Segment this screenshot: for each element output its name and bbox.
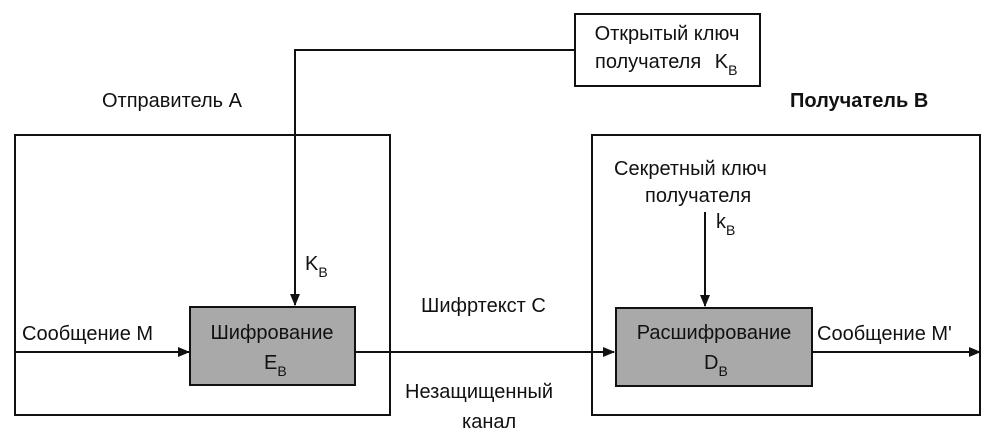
decryption-symbol: D <box>704 352 718 374</box>
public-key-box <box>574 13 761 87</box>
message-in-label: Сообщение М <box>22 323 153 345</box>
encryption-box <box>189 306 356 386</box>
decryption-box <box>615 307 813 387</box>
encryption-subscript: B <box>277 363 286 379</box>
sender-key-subscript: B <box>318 264 327 280</box>
public-key-subscript: B <box>728 62 737 78</box>
encryption-label: Шифрование <box>210 322 333 344</box>
secret-key-label: kB <box>716 211 735 238</box>
sender-key-symbol: K <box>305 253 319 275</box>
channel-line1: Незащищенный <box>405 381 553 403</box>
channel-line2: канал <box>462 411 516 433</box>
public-key-symbol: K <box>715 51 729 73</box>
sender-frame <box>14 134 391 416</box>
secret-key-subscript: B <box>726 222 735 238</box>
public-key-line2-text: получателя <box>595 51 701 73</box>
decryption-subscript: B <box>718 363 727 379</box>
message-out-label: Сообщение М' <box>817 323 952 345</box>
public-key-line2: получателя KB <box>595 51 737 78</box>
sender-key-label: KB <box>305 253 328 280</box>
receiver-label: Получатель В <box>790 90 928 112</box>
decryption-symbol-group: DB <box>704 352 728 379</box>
secret-key-symbol: k <box>716 211 727 233</box>
public-key-line1: Открытый ключ <box>595 23 740 45</box>
receiver-frame <box>591 134 981 416</box>
sender-label: Отправитель А <box>102 90 243 112</box>
encryption-symbol-group: EB <box>264 352 287 379</box>
public-key-connector <box>290 49 575 306</box>
encryption-symbol: E <box>264 352 277 374</box>
secret-key-line1: Секретный ключ <box>614 158 767 180</box>
secret-key-line2: получателя <box>645 185 751 207</box>
ciphertext-label: Шифртекст С <box>421 295 546 317</box>
decryption-label: Расшифрование <box>637 322 792 344</box>
